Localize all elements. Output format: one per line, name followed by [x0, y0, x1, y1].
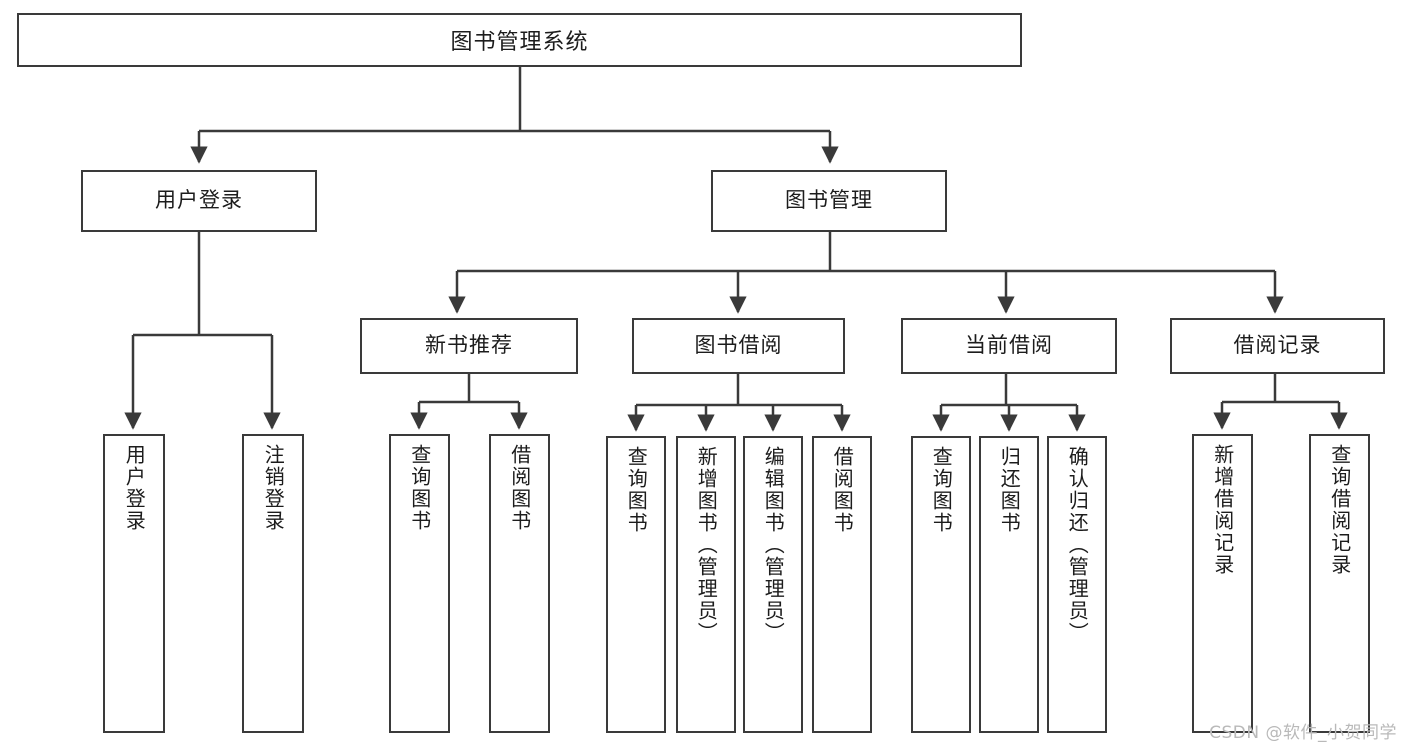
leaf-label: 借阅图书: [830, 446, 855, 534]
leaf-label: 查询借阅记录: [1327, 444, 1352, 576]
node-label: 新书推荐: [425, 333, 513, 358]
leaf-book-borrow-query[interactable]: 查询图书: [606, 436, 666, 733]
node-book-management[interactable]: 图书管理: [711, 170, 947, 232]
node-book-borrow[interactable]: 图书借阅: [632, 318, 845, 374]
leaf-label: 借阅图书: [507, 444, 532, 532]
node-current-borrow[interactable]: 当前借阅: [901, 318, 1117, 374]
leaf-label: 查询图书: [407, 444, 432, 532]
node-label: 图书管理系统: [450, 30, 589, 55]
node-new-book-recommend[interactable]: 新书推荐: [360, 318, 578, 374]
node-label: 图书管理: [785, 188, 873, 213]
leaf-label: 查询图书: [929, 446, 954, 534]
leaf-label: 查询图书: [624, 446, 649, 534]
node-label: 用户登录: [155, 188, 243, 213]
csdn-watermark: CSDN @软件_小贺同学: [1209, 723, 1397, 743]
leaf-user-login-login[interactable]: 用户登录: [103, 434, 165, 733]
leaf-label: 归还图书: [997, 446, 1022, 534]
leaf-label: 编辑图书（管理员）: [761, 446, 786, 644]
leaf-current-borrow-return[interactable]: 归还图书: [979, 436, 1039, 733]
leaf-borrow-record-add[interactable]: 新增借阅记录: [1192, 434, 1253, 733]
node-label: 借阅记录: [1233, 333, 1322, 358]
leaf-label: 用户登录: [122, 444, 147, 532]
node-label: 图书借阅: [694, 333, 783, 358]
leaf-new-book-borrow[interactable]: 借阅图书: [489, 434, 550, 733]
leaf-label: 新增借阅记录: [1210, 444, 1235, 576]
leaf-new-book-query[interactable]: 查询图书: [389, 434, 450, 733]
leaf-label: 新增图书（管理员）: [694, 446, 719, 644]
leaf-label: 注销登录: [261, 444, 286, 532]
leaf-current-borrow-confirm[interactable]: 确认归还（管理员）: [1047, 436, 1107, 733]
node-user-login[interactable]: 用户登录: [81, 170, 317, 232]
leaf-user-login-logout[interactable]: 注销登录: [242, 434, 304, 733]
leaf-book-borrow-edit[interactable]: 编辑图书（管理员）: [743, 436, 803, 733]
node-borrow-record[interactable]: 借阅记录: [1170, 318, 1385, 374]
leaf-book-borrow-borrow[interactable]: 借阅图书: [812, 436, 872, 733]
node-root-system[interactable]: 图书管理系统: [17, 13, 1022, 67]
leaf-borrow-record-query[interactable]: 查询借阅记录: [1309, 434, 1370, 733]
leaf-book-borrow-add[interactable]: 新增图书（管理员）: [676, 436, 736, 733]
leaf-current-borrow-query[interactable]: 查询图书: [911, 436, 971, 733]
node-label: 当前借阅: [965, 333, 1053, 358]
leaf-label: 确认归还（管理员）: [1065, 446, 1090, 644]
